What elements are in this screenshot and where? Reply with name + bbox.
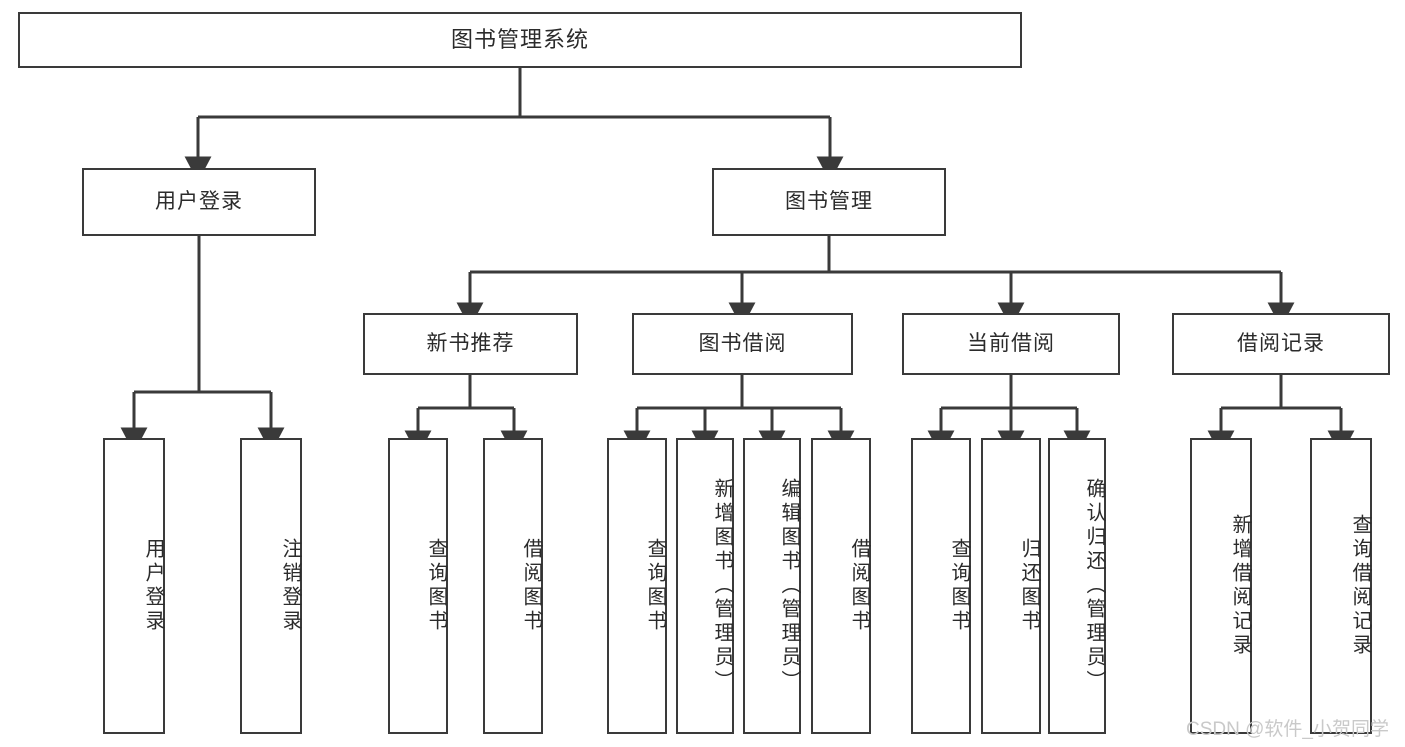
leaf-query-book-current[interactable]: 查询图书 bbox=[911, 438, 971, 734]
leaf-borrow-book-borrow[interactable]: 借阅图书 bbox=[811, 438, 871, 734]
leaf-query-book-newbook[interactable]: 查询图书 bbox=[388, 438, 448, 734]
leaf-user-login[interactable]: 用户登录 bbox=[103, 438, 165, 734]
node-book-borrow[interactable]: 图书借阅 bbox=[632, 313, 853, 375]
leaf-logout-login[interactable]: 注销登录 bbox=[240, 438, 302, 734]
leaf-query-book-borrow[interactable]: 查询图书 bbox=[607, 438, 667, 734]
leaf-borrow-book-newbook[interactable]: 借阅图书 bbox=[483, 438, 543, 734]
csdn-watermark: CSDN @软件_小贺同学 bbox=[1186, 719, 1389, 740]
node-new-book-recommend[interactable]: 新书推荐 bbox=[363, 313, 578, 375]
node-user-login[interactable]: 用户登录 bbox=[82, 168, 316, 236]
leaf-add-book-admin[interactable]: 新增图书（管理员） bbox=[676, 438, 734, 734]
leaf-query-borrow-record[interactable]: 查询借阅记录 bbox=[1310, 438, 1372, 734]
leaf-return-book[interactable]: 归还图书 bbox=[981, 438, 1041, 734]
leaf-confirm-return-admin[interactable]: 确认归还（管理员） bbox=[1048, 438, 1106, 734]
node-root-system[interactable]: 图书管理系统 bbox=[18, 12, 1022, 68]
leaf-edit-book-admin[interactable]: 编辑图书（管理员） bbox=[743, 438, 801, 734]
node-current-borrow[interactable]: 当前借阅 bbox=[902, 313, 1120, 375]
node-book-management[interactable]: 图书管理 bbox=[712, 168, 946, 236]
node-borrow-record[interactable]: 借阅记录 bbox=[1172, 313, 1390, 375]
leaf-add-borrow-record[interactable]: 新增借阅记录 bbox=[1190, 438, 1252, 734]
